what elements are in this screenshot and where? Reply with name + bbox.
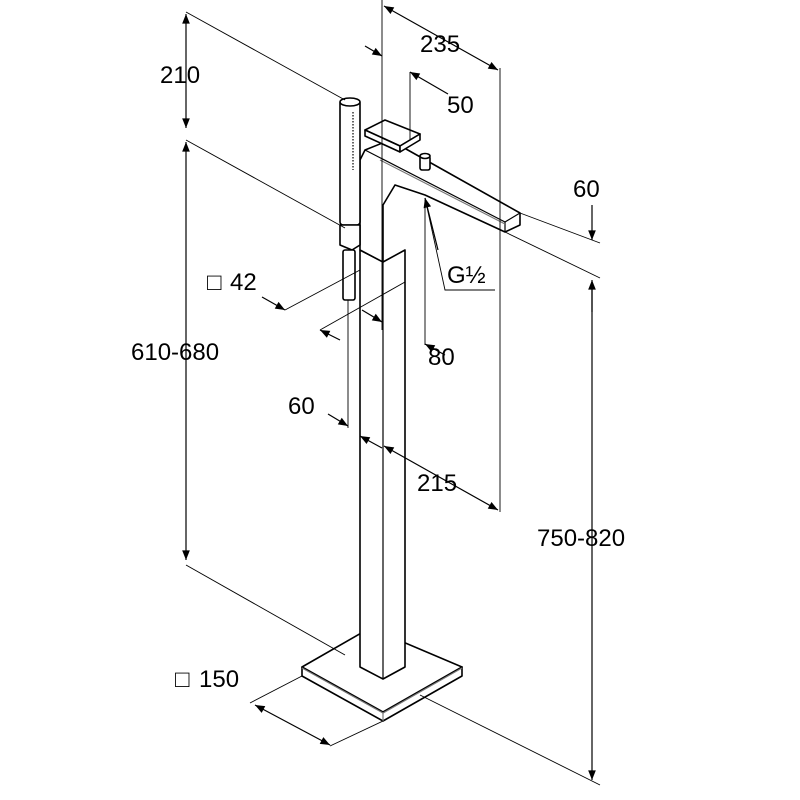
dim-60-hose: 60 <box>288 393 315 420</box>
dim-150: 150 <box>199 666 239 693</box>
dim-80: 80 <box>428 344 455 371</box>
dim-750-820: 750-820 <box>537 525 625 552</box>
diverter-knob <box>419 152 431 171</box>
dim-42: 42 <box>230 269 257 296</box>
column <box>359 249 406 680</box>
dim-215: 215 <box>417 470 457 497</box>
square-symbol-42: □ <box>207 269 222 296</box>
dim-210: 210 <box>160 62 200 89</box>
dim-610-680: 610-680 <box>131 339 219 366</box>
spout <box>359 139 521 263</box>
dim-50: 50 <box>447 92 474 119</box>
dim-60-spout: 60 <box>573 176 600 203</box>
dim-g-half: G½ <box>447 262 486 289</box>
dimension-lines <box>182 0 601 786</box>
dim-235: 235 <box>420 31 460 58</box>
square-symbol-150: □ <box>175 666 190 693</box>
hand-shower <box>339 97 361 301</box>
lever-handle <box>364 119 421 153</box>
